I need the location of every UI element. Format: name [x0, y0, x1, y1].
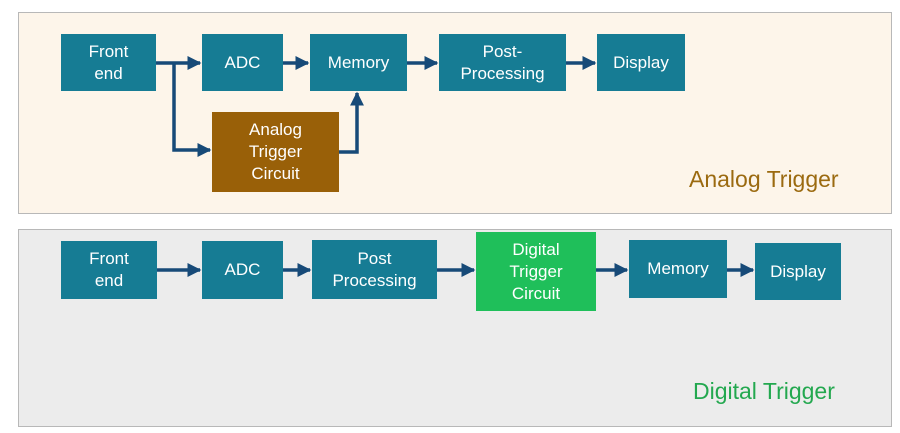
arrow-analog-trigger-to-memory	[339, 91, 364, 154]
digital-trigger-caption: Digital Trigger	[693, 378, 835, 404]
digital-adc-block: ADC	[202, 241, 283, 299]
analog-front-end-block: Front end	[61, 34, 156, 91]
digital-trigger-panel	[18, 229, 892, 427]
analog-trigger-caption: Analog Trigger	[689, 166, 839, 192]
analog-memory-block: Memory	[310, 34, 407, 91]
analog-adc-block: ADC	[202, 34, 283, 91]
analog-display-block: Display	[597, 34, 685, 91]
digital-front-end-block: Front end	[61, 241, 157, 299]
arrow-frontend-to-analog-trigger	[172, 63, 212, 157]
digital-display-block: Display	[755, 243, 841, 300]
analog-trigger-circuit-block: Analog Trigger Circuit	[212, 112, 339, 192]
analog-post-processing-block: Post- Processing	[439, 34, 566, 91]
digital-memory-block: Memory	[629, 240, 727, 298]
digital-post-processing-block: Post Processing	[312, 240, 437, 299]
digital-trigger-circuit-block: Digital Trigger Circuit	[476, 232, 596, 311]
